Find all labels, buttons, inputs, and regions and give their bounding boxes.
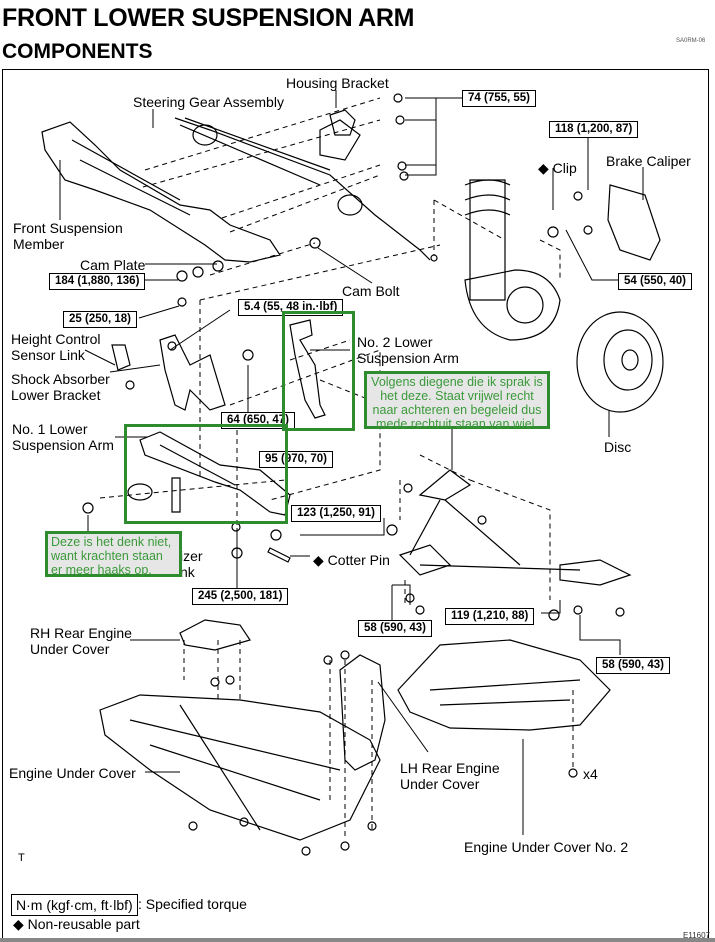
- non-reusable-diamond-icon: ◆: [313, 552, 324, 568]
- shock-bracket-shape: [159, 334, 226, 411]
- label-line: Height Control: [11, 331, 101, 347]
- label-brake-caliper: Brake Caliper: [606, 153, 691, 169]
- t-mark: T: [18, 852, 25, 864]
- label-cam-bolt: Cam Bolt: [342, 283, 400, 299]
- label-line: RH Rear Engine: [30, 625, 132, 641]
- highlight-no2-arm: [282, 311, 355, 431]
- torque-119: 119 (1,210, 88): [445, 608, 535, 625]
- rh-rear-cover-shape: [179, 619, 251, 651]
- torque-123: 123 (1,250, 91): [291, 505, 382, 522]
- bottom-edge: [0, 938, 715, 942]
- legend-non-reusable: ◆ Non-reusable part: [13, 916, 140, 932]
- label-stabilizer-link: izer nk: [180, 548, 203, 580]
- label-line: izer: [180, 548, 203, 564]
- label-no2-lower-suspension-arm: No. 2 Lower Suspension Arm: [357, 334, 459, 366]
- label-no1-lower-suspension-arm: No. 1 Lower Suspension Arm: [12, 421, 114, 453]
- label-rh-rear-engine-under-cover: RH Rear Engine Under Cover: [30, 625, 132, 657]
- cotter-pin-shape: [267, 547, 291, 563]
- label-shock-absorber-lower-bracket: Shock Absorber Lower Bracket: [11, 371, 110, 403]
- no2-arm-shape: [289, 319, 326, 419]
- brace-shape: [418, 469, 472, 501]
- engine-under-cover-shape: [99, 694, 381, 841]
- label-line: LH Rear Engine: [400, 760, 500, 776]
- torque-184: 184 (1,880, 136): [49, 273, 146, 290]
- label-line: Shock Absorber: [11, 371, 110, 387]
- lh-rear-cover-shape: [339, 654, 386, 771]
- label-line: Under Cover: [400, 776, 480, 792]
- label-housing-bracket: Housing Bracket: [286, 75, 389, 91]
- annotation-note-left: Deze is het denk niet, want krachten sta…: [45, 531, 182, 577]
- brake-disc-shape: [576, 311, 664, 413]
- label-lh-rear-engine-under-cover: LH Rear Engine Under Cover: [400, 760, 500, 792]
- bolts: [82, 93, 625, 856]
- label-front-suspension-member: Front Suspension Member: [13, 220, 123, 252]
- page-subtitle: COMPONENTS: [2, 40, 153, 63]
- stabilizer-link-shape: [171, 477, 181, 513]
- label-x4: x4: [583, 766, 598, 782]
- label-engine-under-cover-no2: Engine Under Cover No. 2: [464, 839, 629, 855]
- label-text: Cotter Pin: [327, 552, 390, 568]
- steering-knuckle-shape: [464, 269, 561, 341]
- label-line: Front Suspension: [13, 220, 123, 236]
- highlight-no1-arm: [124, 424, 288, 524]
- component-shapes: [41, 109, 664, 841]
- label-height-control-sensor-link: Height Control Sensor Link: [11, 331, 101, 363]
- label-disc: Disc: [604, 439, 632, 455]
- label-line: Member: [13, 236, 65, 252]
- figure-code: E11607: [683, 931, 710, 940]
- height-sensor-shape: [111, 344, 131, 371]
- annotation-note-right: Volgens diegene die ik sprak is het deze…: [364, 371, 550, 431]
- label-line: No. 1 Lower: [12, 421, 88, 437]
- label-text: Clip: [552, 160, 577, 176]
- torque-245: 245 (2,500, 181): [192, 588, 289, 605]
- non-reusable-diamond-icon: ◆: [538, 160, 549, 176]
- torque-74: 74 (755, 55): [462, 90, 537, 107]
- label-engine-under-cover: Engine Under Cover: [9, 765, 136, 781]
- label-clip: ◆ Clip: [538, 160, 577, 176]
- label-line: Suspension Arm: [12, 437, 114, 453]
- label-cotter-pin: ◆ Cotter Pin: [313, 552, 390, 568]
- brake-caliper-shape: [607, 184, 661, 261]
- torque-54: 54 (550, 40): [618, 273, 693, 290]
- legend-torque-unit: N·m (kgf·cm, ft·lbf): [11, 894, 138, 916]
- doc-code: SA0RM-06: [676, 38, 706, 44]
- label-line: nk: [180, 564, 195, 580]
- diagram-frame: [2, 69, 709, 942]
- torque-25: 25 (250, 18): [63, 311, 138, 328]
- label-line: Under Cover: [30, 641, 110, 657]
- legend-torque-desc: : Specified torque: [138, 896, 247, 912]
- label-steering-gear-assembly: Steering Gear Assembly: [133, 94, 284, 110]
- housing-bracket-shape: [329, 109, 356, 136]
- torque-58-right: 58 (590, 43): [596, 657, 671, 674]
- page-title: FRONT LOWER SUSPENSION ARM: [2, 4, 415, 32]
- strut-spring-shape: [469, 179, 506, 301]
- label-line: Sensor Link: [11, 347, 85, 363]
- label-line: Suspension Arm: [357, 350, 459, 366]
- label-line: No. 2 Lower: [357, 334, 433, 350]
- torque-95: 95 (970, 70): [259, 451, 334, 468]
- engine-under-cover-2-shape: [397, 639, 611, 731]
- torque-58-left: 58 (590, 43): [358, 620, 433, 637]
- label-cam-plate: Cam Plate: [80, 257, 146, 273]
- torque-118: 118 (1,200, 87): [549, 121, 639, 138]
- label-line: Lower Bracket: [11, 387, 101, 403]
